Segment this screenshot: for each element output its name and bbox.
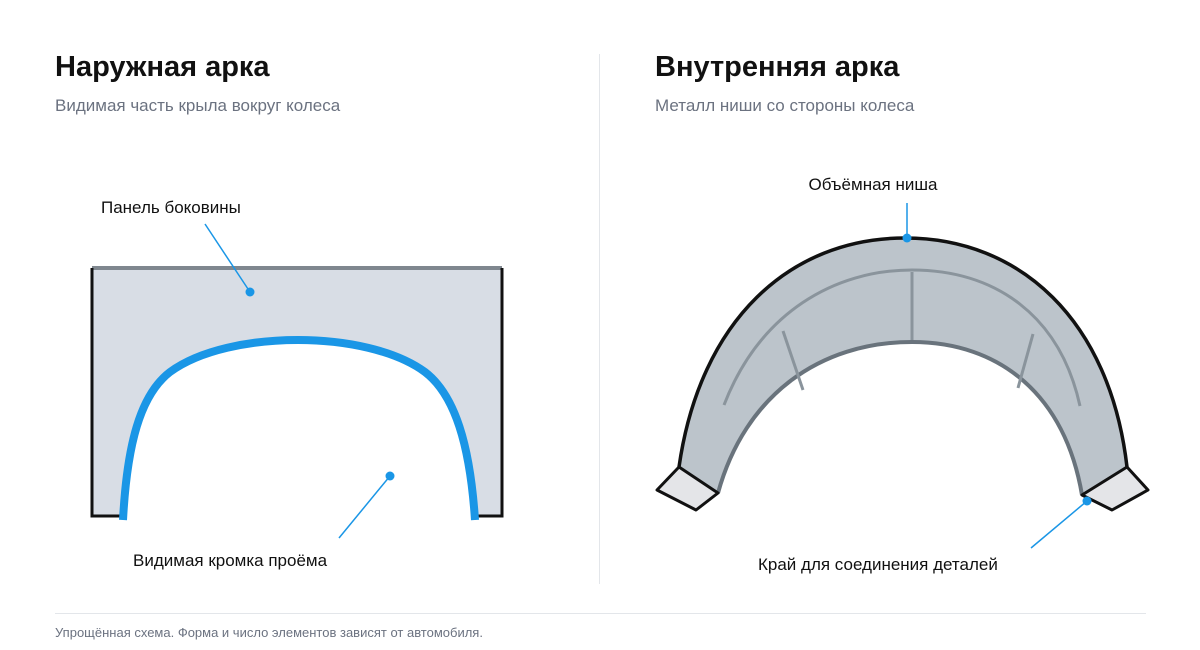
outer-arch-subtitle: Видимая часть крыла вокруг колеса [55,96,341,115]
footnote: Упрощённая схема. Форма и число элементо… [55,625,483,640]
niche-marker [902,233,912,243]
footer-divider [55,613,1146,614]
inner-arch-panel: Внутренняя арка Металл ниши со стороны к… [600,0,1200,600]
joining-edge-label: Край для соединения деталей [758,555,998,574]
arch-diagrams: Панель боковины Видимая кромка проёма Об… [90,175,1150,574]
niche-stiffening-rib [722,268,1082,407]
side-panel-marker [245,287,255,297]
outer-arch-diagram: Панель боковины Видимая кромка проёма [90,198,504,570]
side-panel-shape [92,268,502,516]
inner-arch-subtitle: Металл ниши со стороны колеса [655,96,915,115]
niche-inner-edge [716,339,1084,496]
niche-shape [679,238,1127,495]
visible-opening-edge [119,335,479,521]
joining-edge-leader [1030,500,1088,549]
opening-edge-leader [338,475,391,539]
side-panel-label: Панель боковины [101,198,241,217]
outer-arch-title: Наружная арка [55,51,270,83]
niche-label: Объёмная ниша [809,175,938,194]
opening-edge-label: Видимая кромка проёма [133,551,328,570]
opening-edge-marker [385,471,395,481]
column-divider [599,54,600,584]
outer-arch-panel: Наружная арка Видимая часть крыла вокруг… [0,0,600,600]
joining-edge-marker [1082,496,1092,506]
inner-arch-diagram: Объёмная ниша Край для соединения детале… [655,175,1150,574]
left-joining-flange [655,465,720,512]
niche-segment-seam-left [781,330,805,391]
side-panel-outline [90,268,504,518]
niche-segment-seam-right [1016,333,1035,389]
inner-arch-title: Внутренняя арка [655,51,900,83]
right-joining-flange [1080,465,1150,512]
side-panel-leader [204,223,251,293]
